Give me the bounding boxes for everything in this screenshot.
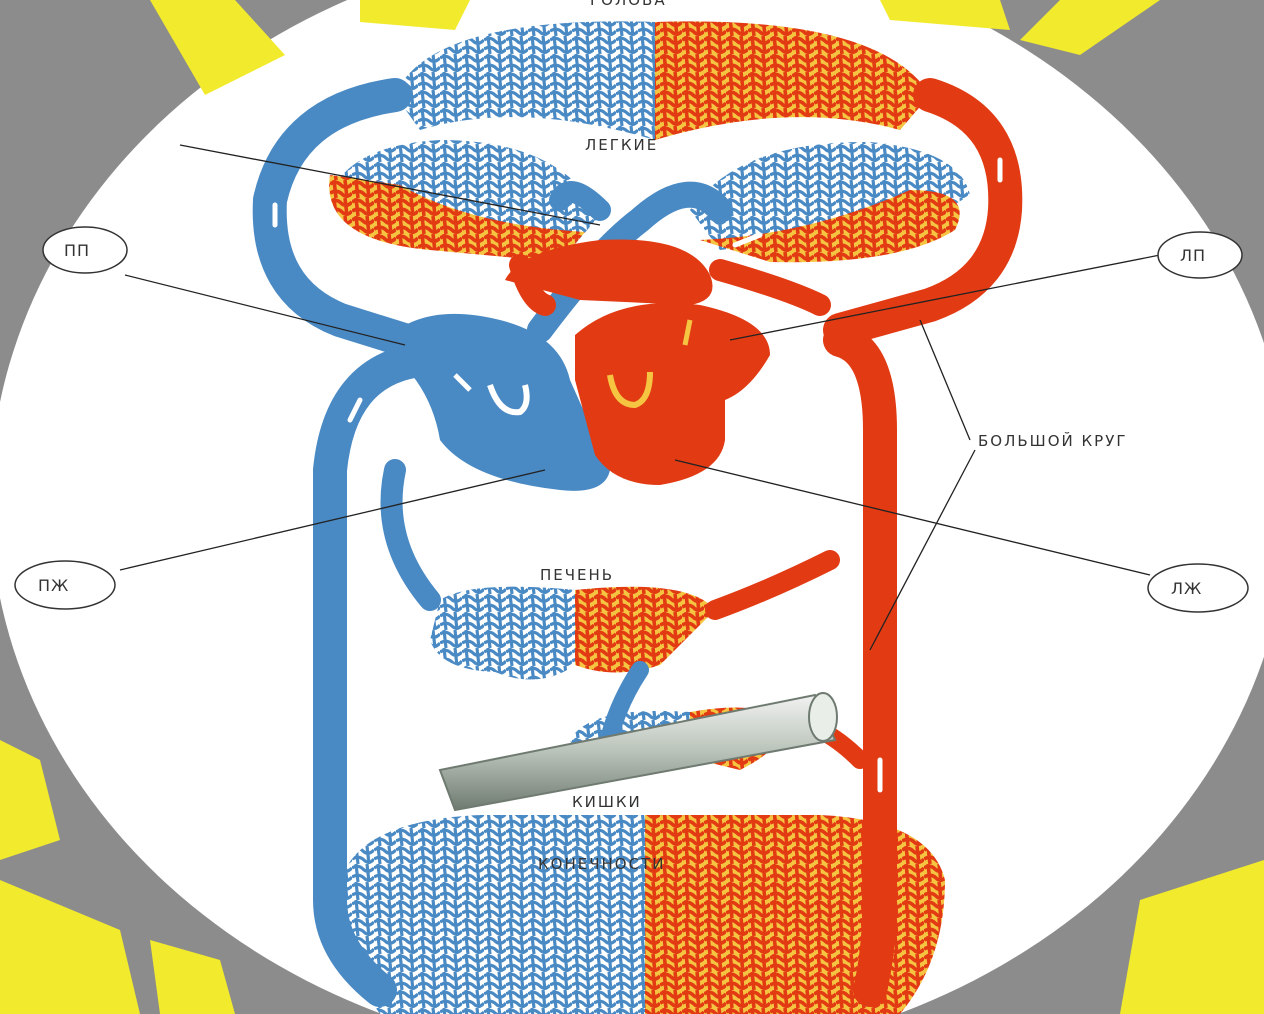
callout-right-ventricle-label: ПЖ (38, 576, 69, 595)
label-intestines: КИШКИ (572, 793, 642, 811)
callout-right-ventricle: ПЖ (15, 561, 115, 609)
callout-left-ventricle-label: ЛЖ (1171, 579, 1202, 598)
callout-left-ventricle: ЛЖ (1148, 564, 1248, 612)
callout-left-atrium-label: ЛП (1180, 246, 1206, 265)
callout-right-atrium: ПП (43, 227, 127, 273)
label-head: ГОЛОВА (590, 0, 667, 9)
label-systemic-circle: БОЛЬШОЙ КРУГ (978, 431, 1128, 450)
label-limbs: КОНЕЧНОСТИ (538, 855, 665, 873)
callout-left-atrium: ЛП (1158, 232, 1242, 278)
callout-right-atrium-label: ПП (64, 241, 90, 260)
label-liver: ПЕЧЕНЬ (540, 566, 614, 584)
label-lungs: ЛЕГКИЕ (585, 136, 658, 154)
